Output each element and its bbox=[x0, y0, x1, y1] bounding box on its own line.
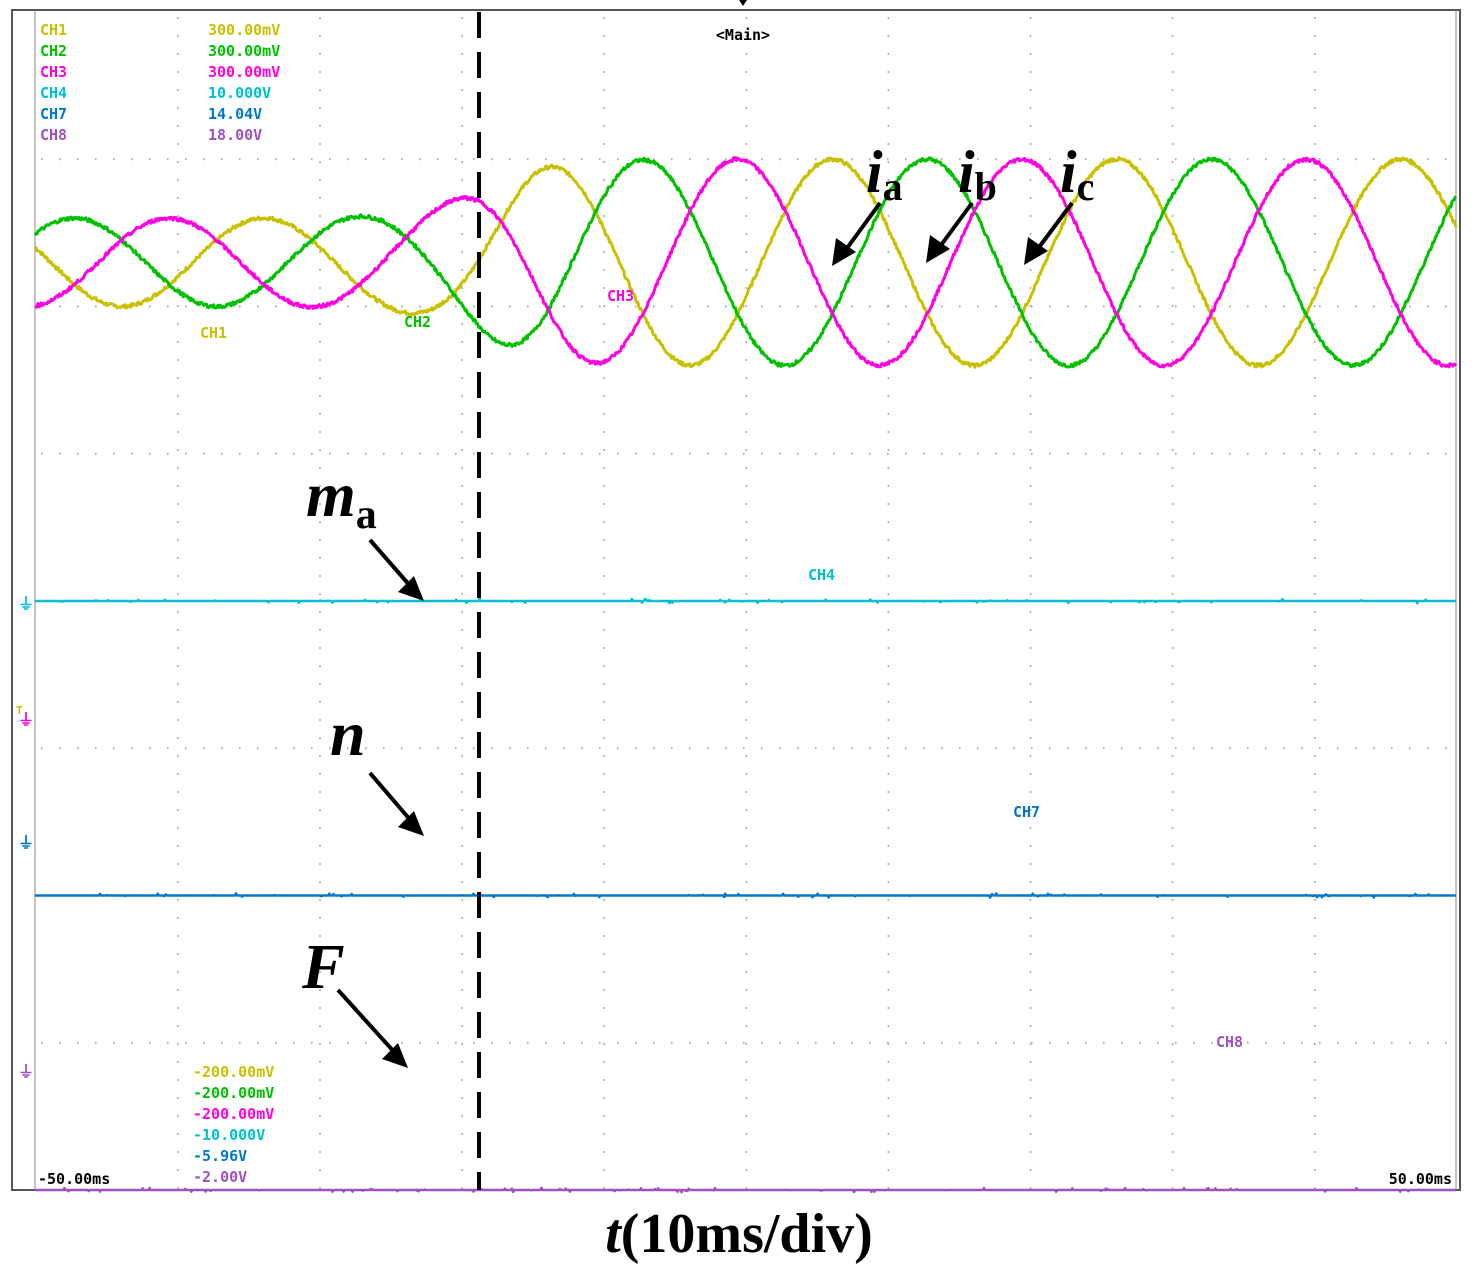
trace-label-ch1: CH1 bbox=[200, 324, 227, 342]
trace-label-ch4: CH4 bbox=[808, 566, 835, 584]
ch2-scale: 300.00mV bbox=[208, 42, 280, 60]
svg-text:⏚: ⏚ bbox=[18, 833, 34, 852]
ch1-scale: 300.00mV bbox=[208, 21, 280, 39]
ch1-offset: -200.00mV bbox=[193, 1063, 274, 1081]
time-start-label: -50.00ms bbox=[38, 1170, 110, 1188]
ch4-offset: -10.000V bbox=[193, 1126, 265, 1144]
ground-marker-ch4: ⏚ bbox=[18, 594, 34, 613]
ch8-offset: -2.00V bbox=[193, 1168, 247, 1186]
ground-marker-ch7: ⏚ bbox=[18, 833, 34, 852]
ch2-name: CH2 bbox=[40, 42, 67, 60]
ch7-name: CH7 bbox=[40, 105, 67, 123]
ch2-offset: -200.00mV bbox=[193, 1084, 274, 1102]
ch3-name: CH3 bbox=[40, 63, 67, 81]
ch8-scale: 18.00V bbox=[208, 126, 262, 144]
svg-text:⏚: ⏚ bbox=[18, 710, 34, 729]
ground-marker-ch8: ⏚ bbox=[18, 1062, 34, 1081]
annotation-n: n bbox=[330, 698, 366, 769]
trace-label-ch8: CH8 bbox=[1216, 1033, 1243, 1051]
ch3-offset: -200.00mV bbox=[193, 1105, 274, 1123]
trace-label-ch3: CH3 bbox=[607, 287, 634, 305]
time-end-label: 50.00ms bbox=[1389, 1170, 1452, 1188]
trigger-position-icon bbox=[739, 0, 747, 6]
main-label: <Main> bbox=[716, 26, 770, 44]
ch3-scale: 300.00mV bbox=[208, 63, 280, 81]
x-axis-label: t(10ms/div) bbox=[605, 1203, 873, 1265]
trace-label-ch2: CH2 bbox=[404, 313, 431, 331]
svg-text:⏚: ⏚ bbox=[18, 594, 34, 613]
ch4-scale: 10.000V bbox=[208, 84, 271, 102]
trace-label-ch7: CH7 bbox=[1013, 803, 1040, 821]
ch8-name: CH8 bbox=[40, 126, 67, 144]
ch4-name: CH4 bbox=[40, 84, 67, 102]
ch1-name: CH1 bbox=[40, 21, 67, 39]
svg-text:⏚: ⏚ bbox=[18, 1062, 34, 1081]
ch7-scale: 14.04V bbox=[208, 105, 262, 123]
ch7-offset: -5.96V bbox=[193, 1147, 247, 1165]
